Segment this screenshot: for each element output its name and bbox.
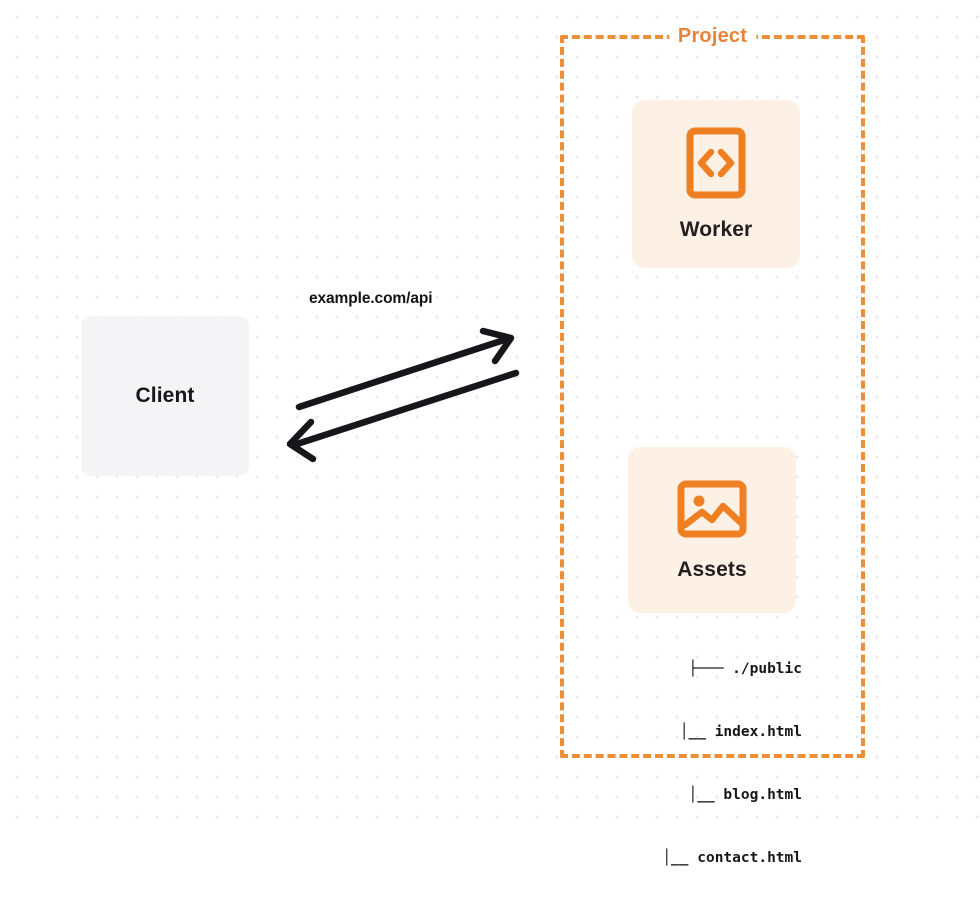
image-icon xyxy=(677,479,747,544)
file-tree-row: │__ blog.html xyxy=(653,787,803,803)
assets-file-tree: ├─── ./public │__ index.html │__ blog.ht… xyxy=(606,617,802,911)
file-tree-row: │__ contact.html xyxy=(653,850,802,866)
worker-label: Worker xyxy=(679,217,753,241)
request-arrow xyxy=(295,327,515,411)
worker-node[interactable]: Worker xyxy=(632,100,800,268)
project-boundary: Project xyxy=(560,25,865,758)
code-brackets-icon xyxy=(686,127,746,204)
file-tree-row: ├─── ./public xyxy=(653,661,803,677)
request-url-label: example.com/api xyxy=(309,290,433,307)
client-label: Client xyxy=(135,384,195,407)
response-arrow xyxy=(286,369,520,463)
assets-node[interactable]: Assets xyxy=(628,447,796,613)
diagram-canvas: Client example.com/api Project Worker xyxy=(0,0,980,866)
file-tree-row: │__ index.html xyxy=(653,724,802,740)
client-node[interactable]: Client xyxy=(81,316,249,476)
project-title: Project xyxy=(668,25,757,48)
assets-label: Assets xyxy=(677,557,747,581)
